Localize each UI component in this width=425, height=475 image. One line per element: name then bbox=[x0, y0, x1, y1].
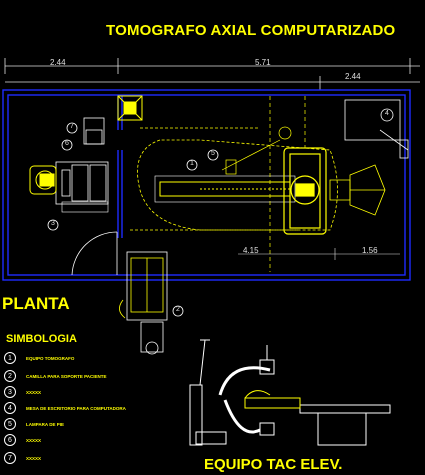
callout-3: 3 bbox=[51, 220, 55, 227]
top-dimension-line bbox=[4, 58, 420, 90]
callout-4: 4 bbox=[385, 110, 389, 117]
legend-number: 6 bbox=[4, 434, 16, 446]
callout-1: 1 bbox=[190, 160, 194, 167]
legend-number: 4 bbox=[4, 402, 16, 414]
legend-text: CAMILLA PARA SOPORTE PACIENTE bbox=[26, 373, 107, 379]
rear-equipment bbox=[329, 164, 386, 216]
legend-text: EQUIPO TOMOGRAFO bbox=[26, 355, 75, 361]
legend-number: 5 bbox=[4, 418, 16, 430]
dimension-inner-b: 1.56 bbox=[362, 246, 378, 255]
patient-stretcher bbox=[119, 251, 168, 355]
legend-text: XXXXX bbox=[26, 437, 42, 443]
legend-text: LAMPARA DE PIE bbox=[26, 421, 65, 427]
callouts bbox=[47, 108, 394, 317]
desk-right bbox=[344, 99, 409, 159]
legend-item: 7 XXXXX bbox=[4, 452, 41, 464]
inner-dimensions bbox=[238, 248, 400, 260]
legend-text: XXXXX bbox=[26, 389, 42, 395]
gantry-ring bbox=[283, 147, 327, 235]
legend-number: 1 bbox=[4, 352, 16, 364]
legend-number: 2 bbox=[4, 370, 16, 382]
dimension-middle: 5.71 bbox=[255, 58, 271, 67]
ct-table bbox=[154, 175, 296, 203]
elevation-drawing bbox=[189, 339, 391, 446]
gantry-dashed-outline bbox=[130, 127, 338, 231]
drawing-title: TOMOGRAFO AXIAL COMPUTARIZADO bbox=[106, 22, 396, 39]
operator-chair bbox=[29, 165, 57, 195]
lamp-fixture bbox=[117, 95, 143, 121]
legend-number: 7 bbox=[4, 452, 16, 464]
legend-text: MESA DE ESCRITORIO PARA COMPUTADORA bbox=[26, 405, 126, 411]
callout-5: 5 bbox=[211, 150, 215, 157]
legend-item: 6 XXXXX bbox=[4, 434, 41, 446]
legend-item: 3 XXXXX bbox=[4, 386, 41, 398]
elevation-label: EQUIPO TAC ELEV. bbox=[204, 456, 343, 473]
legend-item: 5 LAMPARA DE PIE bbox=[4, 418, 64, 430]
control-desk bbox=[55, 117, 109, 205]
callout-2: 2 bbox=[176, 306, 180, 313]
legend-title: SIMBOLOGIA bbox=[6, 333, 77, 345]
dimension-left: 2.44 bbox=[50, 58, 66, 67]
legend-item: 2 CAMILLA PARA SOPORTE PACIENTE bbox=[4, 370, 107, 382]
legend-text: XXXXX bbox=[26, 455, 42, 461]
room-walls bbox=[2, 89, 411, 281]
dimension-right: 2.44 bbox=[345, 72, 361, 81]
service-lines bbox=[221, 96, 306, 272]
control-cabinet bbox=[61, 201, 109, 213]
legend-item: 4 MESA DE ESCRITORIO PARA COMPUTADORA bbox=[4, 402, 126, 414]
callout-6: 6 bbox=[65, 140, 69, 147]
dimension-inner-a: 4.15 bbox=[243, 246, 259, 255]
door-swing bbox=[71, 231, 118, 276]
plan-label: PLANTA bbox=[2, 294, 70, 313]
legend-number: 3 bbox=[4, 386, 16, 398]
legend-item: 1 EQUIPO TOMOGRAFO bbox=[4, 352, 74, 364]
callout-7: 7 bbox=[70, 123, 74, 130]
